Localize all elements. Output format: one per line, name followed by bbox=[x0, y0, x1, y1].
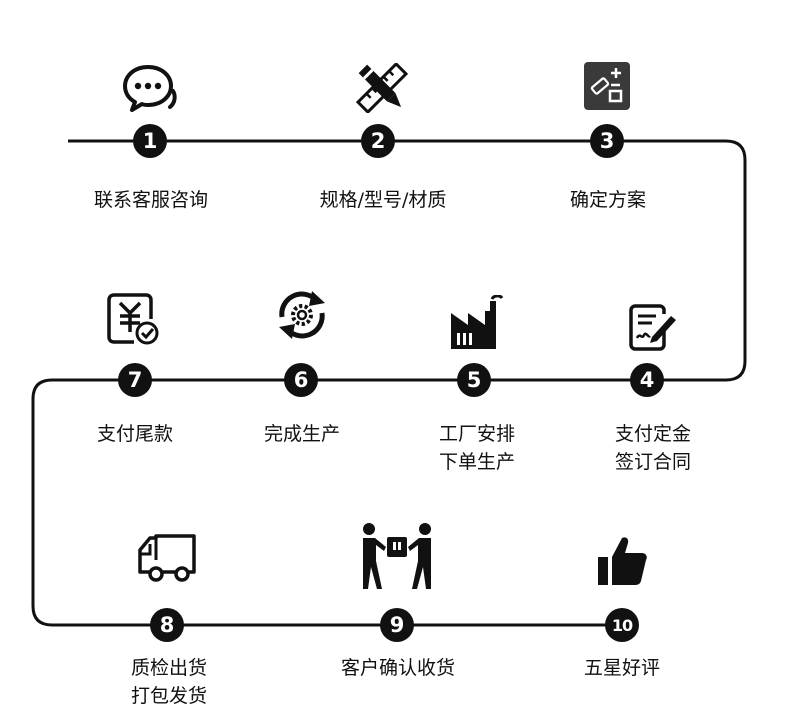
step-badge-5: 5 bbox=[457, 363, 491, 397]
step-label-8: 质检出货 打包发货 bbox=[130, 657, 207, 707]
step-badge-1: 1 bbox=[133, 124, 167, 158]
chat-bubble-icon bbox=[123, 65, 177, 112]
step-label-10: 五星好评 bbox=[583, 657, 660, 679]
step-label-5: 工厂安排 下单生产 bbox=[438, 423, 515, 473]
step-badge-6: 6 bbox=[284, 363, 318, 397]
package-handover-icon bbox=[363, 523, 431, 589]
step-label-7: 支付尾款 bbox=[96, 423, 173, 445]
step-badge-3: 3 bbox=[590, 124, 624, 158]
step-badge-8: 8 bbox=[150, 608, 184, 642]
step-badge-4: 4 bbox=[630, 363, 664, 397]
pencil-ruler-icon bbox=[356, 63, 408, 113]
step-label-9: 客户确认收货 bbox=[340, 657, 455, 679]
thumbs-up-icon bbox=[598, 537, 647, 585]
design-plan-icon bbox=[584, 62, 630, 110]
step-label-2: 规格/型号/材质 bbox=[319, 189, 447, 211]
step-label-1: 联系客服咨询 bbox=[93, 189, 208, 211]
factory-icon bbox=[451, 295, 504, 349]
step-label-6: 完成生产 bbox=[263, 423, 340, 445]
step-badge-10: 10 bbox=[605, 608, 639, 642]
signed-document-icon bbox=[629, 304, 676, 351]
delivery-truck-icon bbox=[138, 534, 196, 582]
gear-cycle-icon bbox=[279, 291, 325, 339]
step-label-3: 确定方案 bbox=[569, 189, 646, 211]
step-badge-2: 2 bbox=[361, 124, 395, 158]
step-badge-9: 9 bbox=[380, 608, 414, 642]
step-badge-7: 7 bbox=[118, 363, 152, 397]
step-label-4: 支付定金 签订合同 bbox=[614, 423, 691, 473]
yen-payment-icon bbox=[107, 293, 159, 345]
